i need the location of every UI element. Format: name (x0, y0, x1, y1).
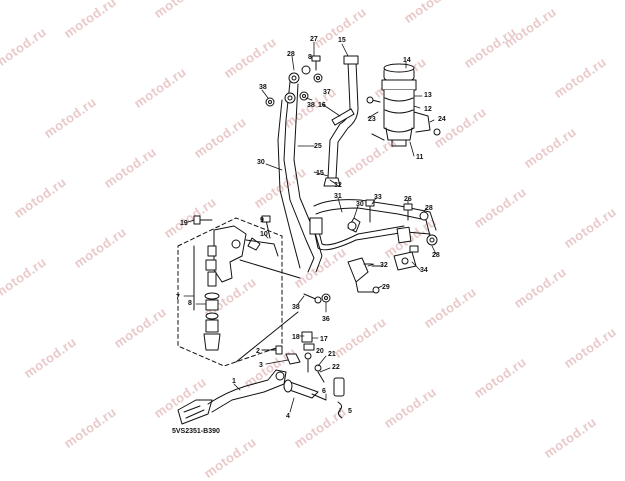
callout-17: 17 (320, 336, 328, 343)
callout-8: 8 (188, 300, 192, 307)
callout-11: 11 (416, 154, 424, 161)
callout-37: 37 (323, 89, 331, 96)
callout-7: 7 (176, 294, 180, 301)
brake-pedal (177, 311, 345, 425)
callout-16: 16 (318, 102, 326, 109)
callout-15: 15 (316, 170, 324, 177)
callout-5: 5 (348, 408, 352, 415)
tank-bracket (366, 96, 441, 141)
callout-26: 26 (404, 196, 412, 203)
callout-12: 12 (424, 106, 432, 113)
callout-labels: 27 15 14 28 8 37 38 38 13 12 23 16 24 25… (176, 36, 446, 420)
callout-28: 28 (287, 51, 295, 58)
brake-pipe (309, 199, 438, 251)
callout-18: 18 (292, 334, 300, 341)
callout-22: 22 (332, 364, 340, 371)
callout-23: 23 (368, 116, 376, 123)
callout-32: 32 (334, 182, 342, 189)
callout-10: 10 (260, 231, 268, 238)
callout-1: 1 (232, 378, 236, 385)
master-cylinder (177, 217, 301, 367)
callout-4: 4 (286, 413, 290, 420)
callout-25: 25 (314, 143, 322, 150)
callout-30: 30 (257, 159, 265, 166)
callout-29: 29 (382, 284, 390, 291)
brake-hose (277, 72, 323, 273)
callout-13: 13 (424, 92, 432, 99)
callout-28: 28 (425, 205, 433, 212)
callout-38: 38 (292, 304, 300, 311)
reservoir-hose (323, 55, 359, 187)
callout-24: 24 (438, 116, 446, 123)
callout-34: 34 (420, 267, 428, 274)
callout-38: 38 (259, 84, 267, 91)
callout-14: 14 (403, 57, 411, 64)
callout-8: 8 (308, 54, 312, 61)
callout-19: 19 (180, 220, 188, 227)
callout-28: 28 (432, 252, 440, 259)
leader-lines (183, 41, 437, 413)
callout-32: 32 (380, 262, 388, 269)
diagram-code: 5VS2351-B390 (172, 428, 220, 435)
fastener-group (193, 55, 429, 304)
callout-21: 21 (328, 351, 336, 358)
parts-diagram: 27 15 14 28 8 37 38 38 13 12 23 16 24 25… (176, 36, 446, 425)
reservoir-tank (381, 63, 417, 147)
callout-31: 31 (334, 193, 342, 200)
callout-9: 9 (260, 217, 264, 224)
callout-36: 36 (322, 316, 330, 323)
callout-3: 3 (259, 362, 263, 369)
callout-27: 27 (310, 36, 318, 43)
callout-2: 2 (256, 348, 260, 355)
callout-20: 20 (316, 348, 324, 355)
callout-15: 15 (338, 37, 346, 44)
callout-6: 6 (322, 388, 326, 395)
callout-30: 30 (356, 201, 364, 208)
callout-38: 38 (307, 102, 315, 109)
callout-33: 33 (374, 194, 382, 201)
